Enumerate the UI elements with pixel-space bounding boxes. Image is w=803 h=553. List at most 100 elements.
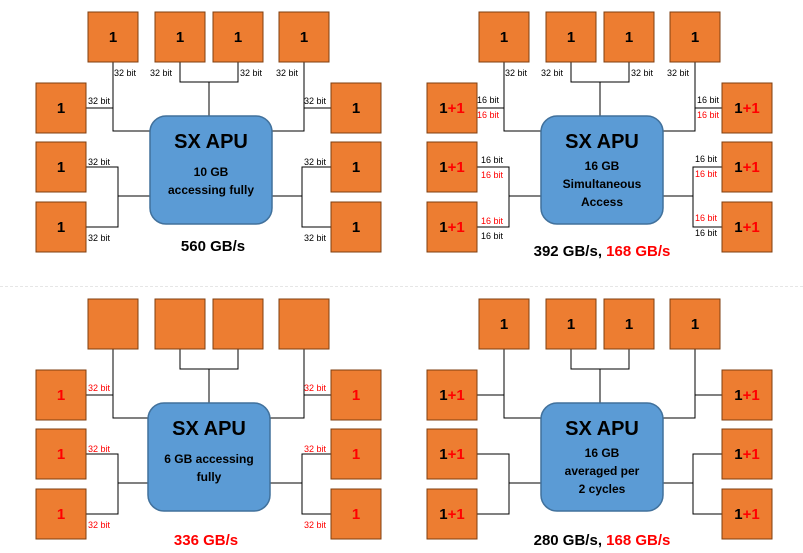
bus-width-label: 32 bit <box>304 444 327 454</box>
bus-width-label: 16 bit <box>477 95 500 105</box>
bus-width-label: 32 bit <box>304 520 327 530</box>
bus-width-label: 32 bit <box>304 233 327 243</box>
bus-width-label: 16 bit <box>481 155 504 165</box>
memory-chip-top <box>87 298 139 350</box>
apu-detail: fully <box>197 470 222 484</box>
chip-label-part: 1 <box>352 219 360 236</box>
bus-width-label: 16 bit <box>695 228 718 238</box>
bus-line <box>112 62 150 132</box>
chip-label-part: 1 <box>300 29 308 46</box>
memory-chip-right <box>330 488 382 540</box>
chip-label: 1 <box>691 316 699 333</box>
memory-chip-top <box>154 11 206 63</box>
chip-label-part: 1 <box>176 29 184 46</box>
apu-title: SX APU <box>172 418 246 440</box>
memory-chip-top <box>669 298 721 350</box>
chip-label: 1 <box>109 29 117 46</box>
chip-label: 1 <box>352 219 360 236</box>
chip-label-part: +1 <box>448 446 465 463</box>
chip-label-part: +1 <box>743 446 760 463</box>
bus-width-label: 16 bit <box>697 95 720 105</box>
bus-width-label: 16 bit <box>695 213 718 223</box>
chip-label-part: 1 <box>57 446 65 463</box>
apu-detail: 16 GB <box>585 446 620 460</box>
bandwidth-part: 336 GB/s <box>174 532 238 549</box>
bus-line <box>179 62 239 83</box>
chip-label: 1+1 <box>734 387 759 404</box>
chip-label-part: 1 <box>734 387 742 404</box>
memory-chip-right <box>721 141 773 193</box>
memory-chip-top <box>478 11 530 63</box>
chip-label: 1+1 <box>734 506 759 523</box>
bus-width-label: 32 bit <box>88 383 111 393</box>
bus-width-label: 32 bit <box>276 68 299 78</box>
bandwidth-label: 336 GB/s <box>174 532 238 549</box>
apu-detail: Access <box>581 195 623 209</box>
bus-width-label: 32 bit <box>88 96 111 106</box>
chip-label: 1 <box>500 29 508 46</box>
bus-width-label: 16 bit <box>697 110 720 120</box>
memory-chip-left <box>35 428 87 480</box>
chip-label: 1 <box>352 387 360 404</box>
bandwidth-part: 168 GB/s <box>606 532 670 549</box>
memory-chip-top <box>545 298 597 350</box>
bus-width-label: 16 bit <box>695 169 718 179</box>
chip-label-part: 1 <box>57 506 65 523</box>
chip-label: 1 <box>352 506 360 523</box>
chip-label: 1 <box>57 387 65 404</box>
chip-label-part: +1 <box>448 506 465 523</box>
chip-label: 1+1 <box>439 387 464 404</box>
bus-width-label: 16 bit <box>695 154 718 164</box>
bandwidth-part: 280 GB/s, <box>534 532 607 549</box>
apu-detail: 10 GB <box>194 165 229 179</box>
chip-label-part: 1 <box>691 29 699 46</box>
chip-label: 1 <box>352 446 360 463</box>
chip-label: 1+1 <box>734 159 759 176</box>
bus-width-label: 32 bit <box>631 68 654 78</box>
bus-line <box>692 166 722 228</box>
apu-block <box>147 402 271 512</box>
apu-detail: averaged per <box>565 464 640 478</box>
memory-chip-top <box>278 298 330 350</box>
bus-line <box>570 62 630 83</box>
chip-label-part: 1 <box>734 506 742 523</box>
chip-label-part: 1 <box>567 316 575 333</box>
chip-label-part: 1 <box>57 219 65 236</box>
bandwidth-part: 560 GB/s <box>181 238 245 255</box>
chip-label-part: 1 <box>57 100 65 117</box>
memory-chip-top <box>154 298 206 350</box>
chip-label: 1 <box>567 316 575 333</box>
memory-chip-right <box>721 488 773 540</box>
chip-label-part: 1 <box>734 100 742 117</box>
chip-label-part: 1 <box>57 387 65 404</box>
chip-label: 1+1 <box>439 100 464 117</box>
memory-chip-right <box>330 82 382 134</box>
bus-line <box>663 349 696 419</box>
bandwidth-label: 392 GB/s, 168 GB/s <box>534 243 671 260</box>
chip-label-part: 1 <box>500 29 508 46</box>
chip-label: 1+1 <box>439 159 464 176</box>
bus-width-label: 32 bit <box>240 68 263 78</box>
chip-label: 1+1 <box>439 446 464 463</box>
chip-label: 1+1 <box>734 100 759 117</box>
memory-chip-top <box>603 298 655 350</box>
bus-line <box>86 166 119 228</box>
chip-label: 1 <box>57 159 65 176</box>
chip-label-part: +1 <box>743 219 760 236</box>
bus-line <box>301 453 331 515</box>
bus-width-label: 16 bit <box>481 231 504 241</box>
chip-label-part: +1 <box>743 159 760 176</box>
chip-label-part: 1 <box>625 316 633 333</box>
apu-detail: 6 GB accessing <box>164 452 253 466</box>
memory-chip-top <box>87 11 139 63</box>
apu-detail: Simultaneous <box>563 177 642 191</box>
memory-chip-left <box>35 201 87 253</box>
memory-chip-right <box>330 141 382 193</box>
bus-width-label: 32 bit <box>505 68 528 78</box>
bus-line <box>86 453 119 515</box>
bus-line <box>272 62 305 132</box>
bus-line <box>112 349 148 419</box>
